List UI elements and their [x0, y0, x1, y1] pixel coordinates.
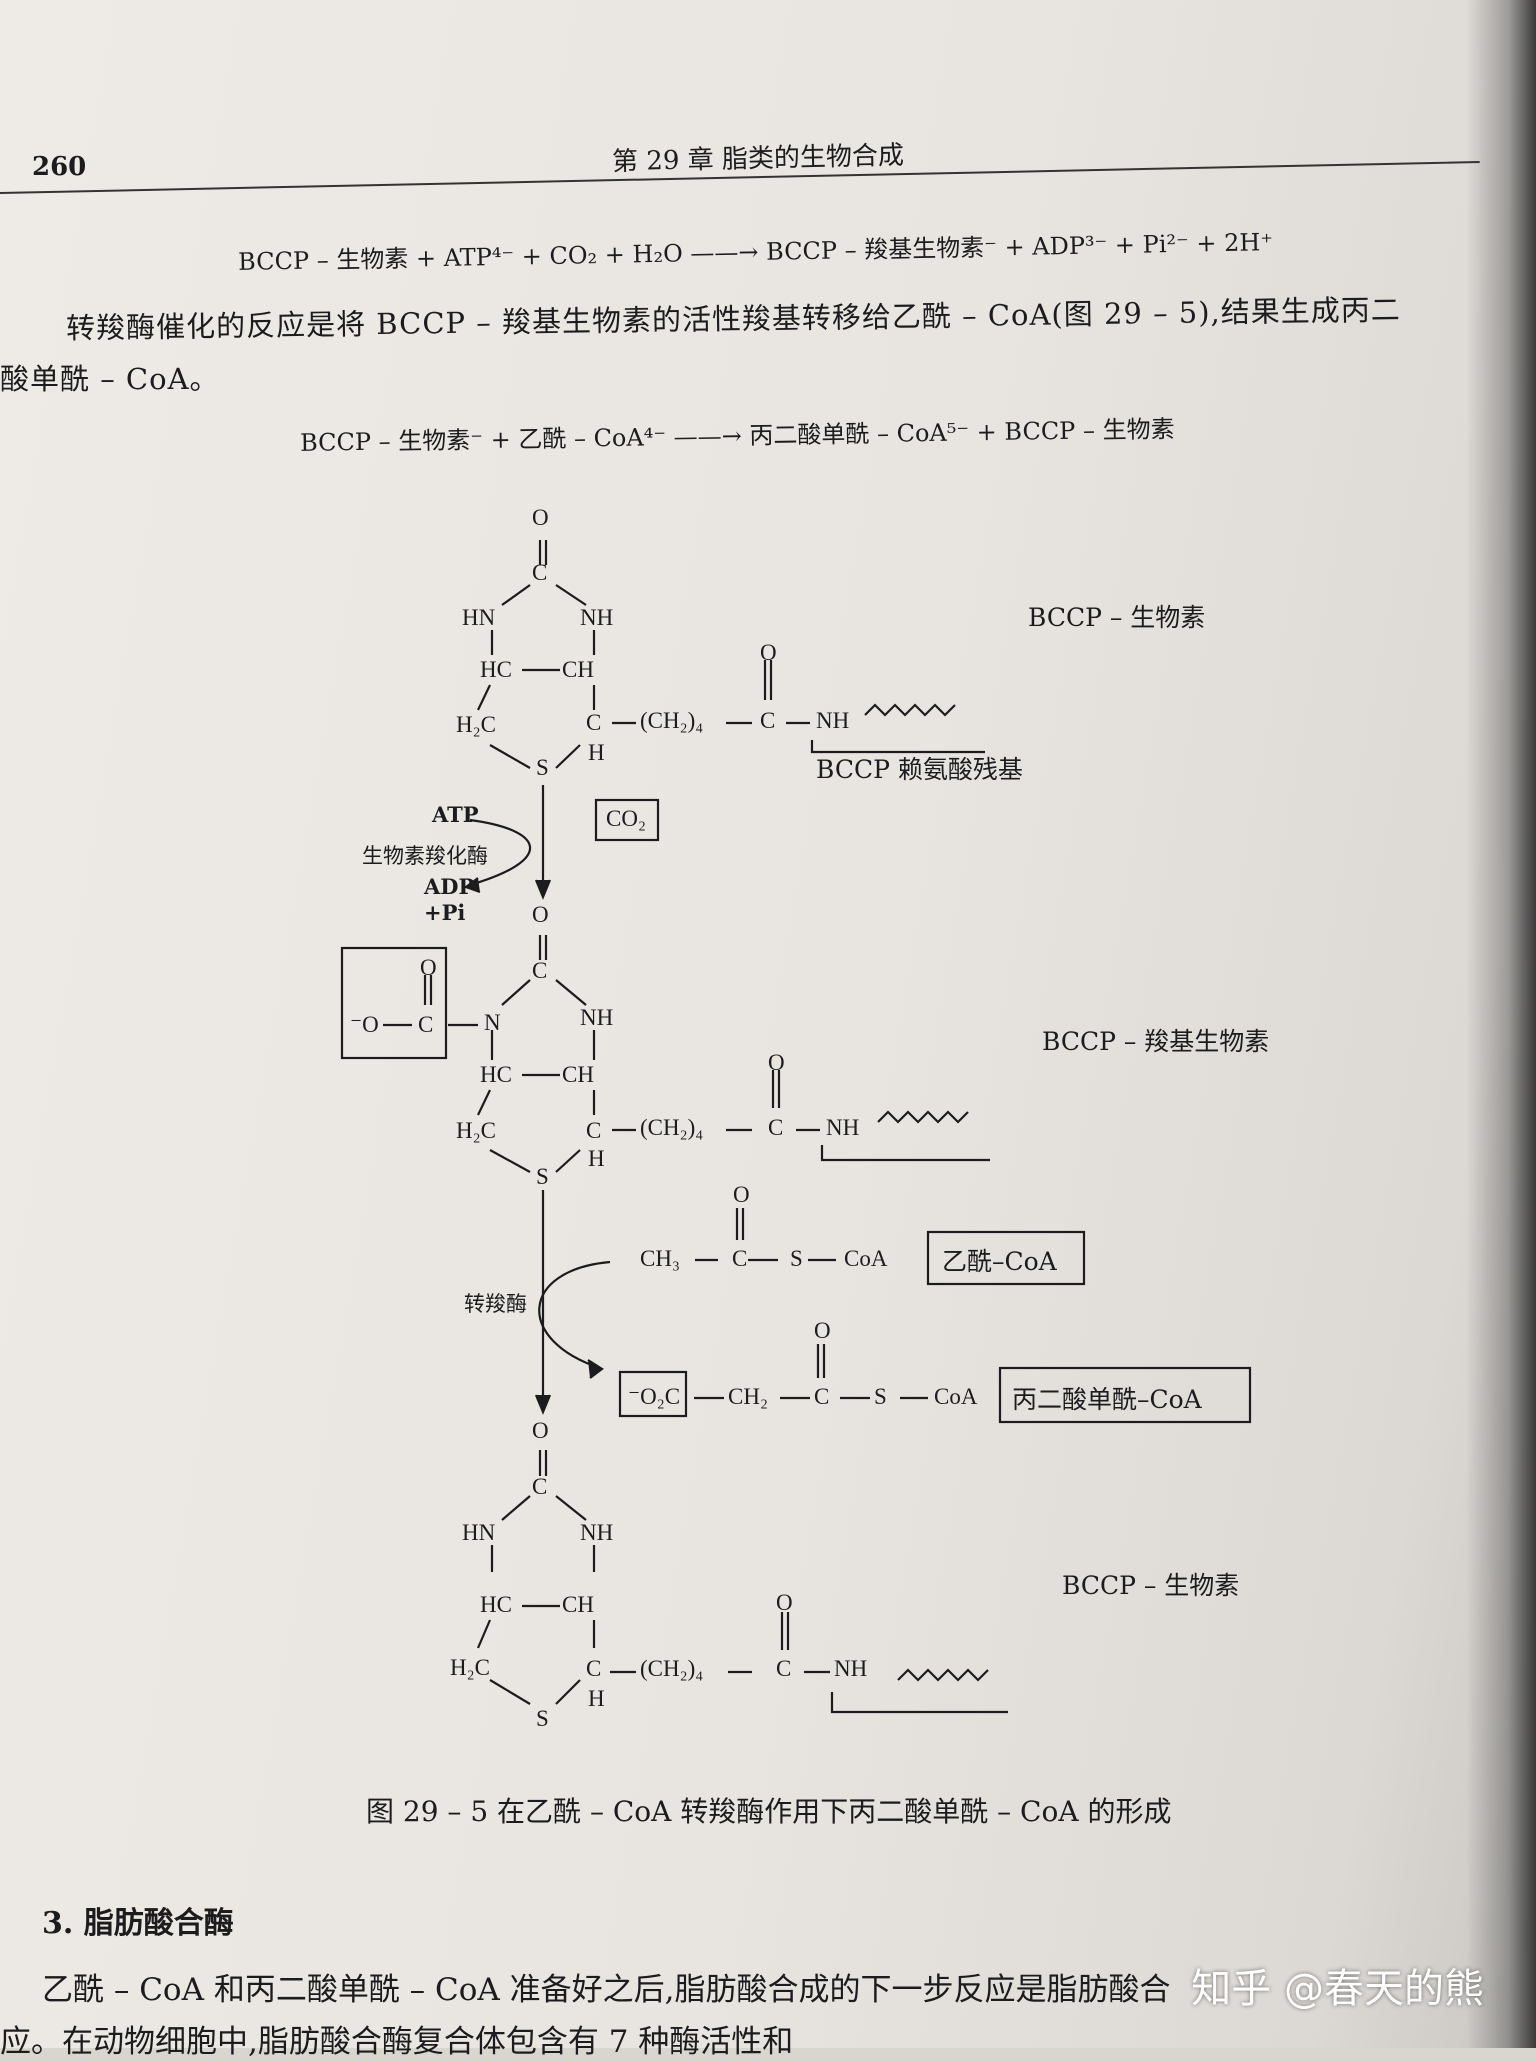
label-pi: +Pi — [424, 900, 466, 925]
paragraph-line-2: 酸单酰 – CoA。 — [0, 362, 220, 396]
label-transcarboxylase: 转羧酶 — [464, 1292, 527, 1316]
formula-s: S — [874, 1384, 887, 1409]
atom-nh: NH — [834, 1656, 868, 1681]
label-biotin-carboxylase: 生物素羧化酶 — [362, 844, 488, 868]
atom-o: O — [733, 1182, 750, 1207]
atom-ch: CH — [562, 657, 594, 682]
label-co2: CO₂ — [606, 806, 646, 831]
atom-hc: HC — [480, 1592, 512, 1617]
atom-o: O — [814, 1318, 831, 1343]
atom-n: N — [484, 1010, 501, 1035]
atom-o: O — [776, 1590, 793, 1615]
formula-c: C — [732, 1246, 748, 1271]
page-number: 260 — [32, 152, 87, 182]
formula-c: C — [814, 1384, 830, 1409]
formula-coa: CoA — [934, 1384, 978, 1409]
atom-c: C — [760, 708, 776, 733]
atom-c: C — [532, 958, 548, 983]
atom-nh: NH — [580, 1005, 614, 1030]
atom-s: S — [536, 1706, 549, 1731]
atom-nh: NH — [580, 605, 614, 630]
atom-c: C — [768, 1115, 784, 1140]
atom-c: C — [586, 1656, 602, 1681]
atom-o: O — [532, 505, 549, 530]
box-malonyl-coa: 丙二酸单酰–CoA — [1012, 1385, 1202, 1414]
figure-caption: 图 29 – 5 在乙酰 – CoA 转羧酶作用下丙二酸单酰 – CoA 的形成 — [366, 1795, 1172, 1828]
atom-carboxylate-o: ⁻O — [350, 1012, 379, 1037]
atom-hn: HN — [462, 605, 496, 630]
atom-o: O — [760, 640, 777, 665]
atom-nh: NH — [826, 1115, 860, 1140]
atom-nh: NH — [580, 1520, 614, 1545]
atom-c: C — [532, 560, 548, 585]
label-adp: ADP — [424, 874, 475, 899]
atom-ch: CH — [562, 1592, 594, 1617]
formula-o2c: ⁻O₂C — [628, 1384, 681, 1409]
atom-c: C — [586, 1118, 602, 1143]
atom-s: S — [536, 1164, 549, 1189]
atom-h: H — [588, 1686, 605, 1711]
atom-h2c: H₂C — [456, 712, 496, 737]
atom-hc: HC — [480, 657, 512, 682]
formula-ch2: CH₂ — [728, 1384, 768, 1409]
watermark: 知乎 @春天的熊 — [1191, 1966, 1484, 2012]
formula-coa: CoA — [844, 1246, 888, 1271]
atom-o: O — [532, 1418, 549, 1443]
atom-hn: HN — [462, 1520, 496, 1545]
label-bccp-carboxybiotin: BCCP – 羧基生物素 — [1042, 1027, 1270, 1056]
paragraph-bottom-line-1: 乙酰 – CoA 和丙二酸单酰 – CoA 准备好之后,脂肪酸合成的下一步反应是… — [42, 1972, 1171, 2008]
page-edge-shadow — [1466, 0, 1536, 2048]
atom-hc: HC — [480, 1062, 512, 1087]
chain-ch2-4: (CH₂)₄ — [640, 1115, 704, 1140]
atom-h2c: H₂C — [456, 1118, 496, 1143]
label-bccp-biotin-bottom: BCCP – 生物素 — [1062, 1571, 1240, 1600]
chain-ch2-4: (CH₂)₄ — [640, 1656, 704, 1681]
paragraph-bottom-line-2: 应。在动物细胞中,脂肪酸合酶复合体包含有 7 种酶活性和 — [0, 2024, 794, 2060]
atom-h2c: H₂C — [450, 1655, 490, 1680]
atom-o: O — [768, 1050, 785, 1075]
atom-nh: NH — [816, 708, 850, 733]
atom-c: C — [586, 710, 602, 735]
atom-c: C — [532, 1474, 548, 1499]
atom-ch: CH — [562, 1062, 594, 1087]
atom-o: O — [532, 902, 549, 927]
label-bccp-biotin-top: BCCP – 生物素 — [1028, 603, 1206, 632]
atom-o: O — [420, 955, 437, 980]
formula-ch3: CH₃ — [640, 1246, 680, 1271]
atom-c: C — [418, 1012, 434, 1037]
atom-c: C — [776, 1656, 792, 1681]
atom-h: H — [588, 1146, 605, 1171]
section-heading: 3. 脂肪酸合酶 — [42, 1906, 234, 1941]
label-bccp-lysine: BCCP 赖氨酸残基 — [816, 755, 1023, 784]
label-atp: ATP — [432, 802, 479, 827]
atom-h: H — [588, 740, 605, 765]
box-acetyl-coa: 乙酰–CoA — [942, 1247, 1057, 1276]
formula-s: S — [790, 1246, 803, 1271]
atom-s: S — [536, 755, 549, 780]
chain-ch2-4: (CH₂)₄ — [640, 708, 704, 733]
